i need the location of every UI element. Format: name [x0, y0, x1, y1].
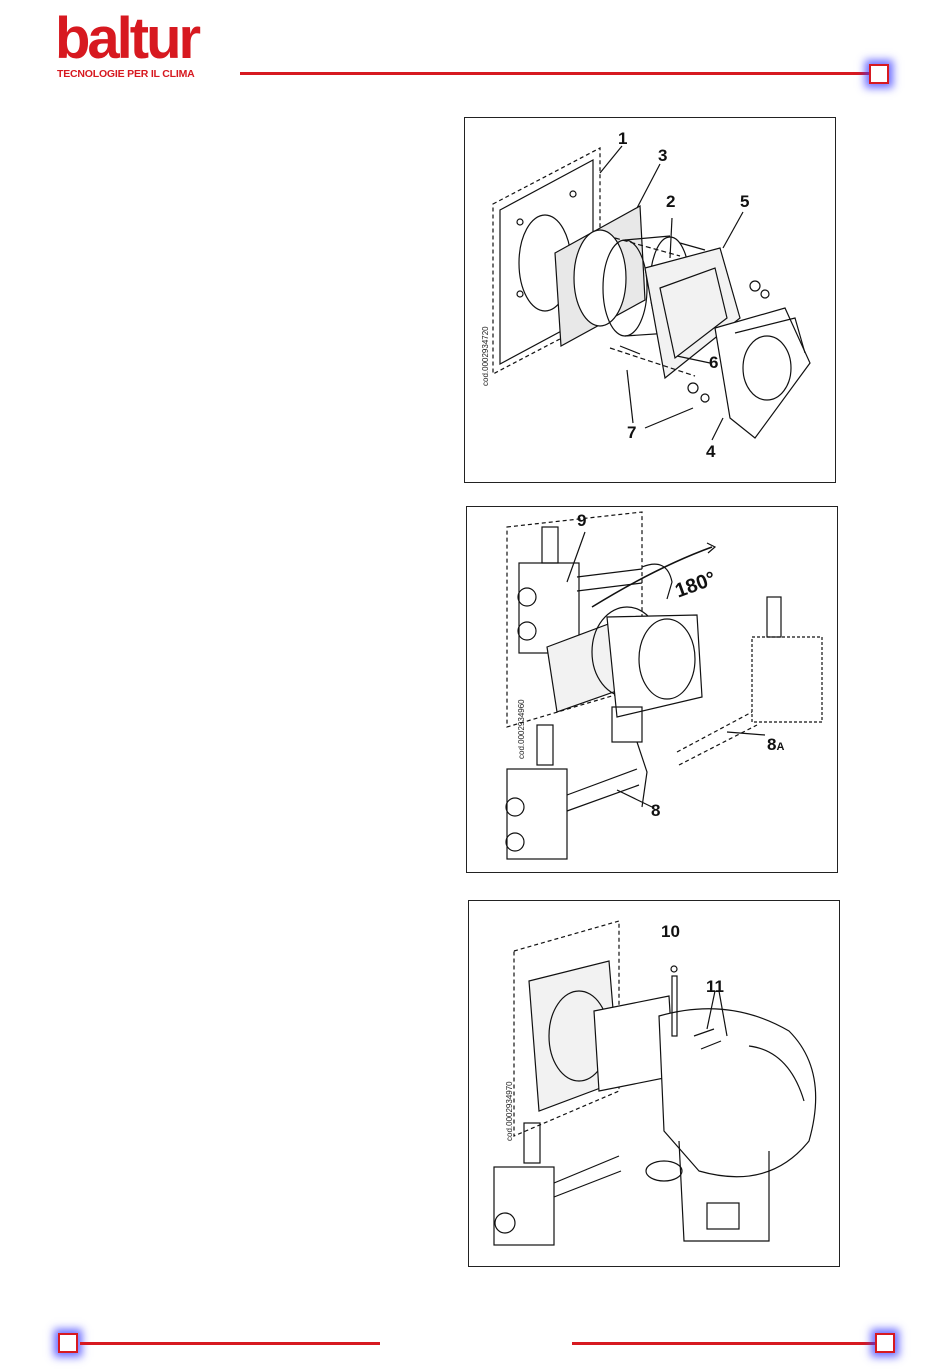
callout-4: 4: [706, 443, 715, 460]
figure-2-code: cod.0002934960: [517, 699, 526, 759]
callout-8a-suffix: A: [776, 741, 784, 753]
footer-left-square: [58, 1333, 78, 1353]
figure-1-drawing: [465, 118, 837, 484]
figure-3-code: cod.0002934970: [505, 1081, 514, 1141]
callout-10: 10: [661, 923, 680, 940]
callout-2: 2: [666, 193, 675, 210]
logo-wordmark: baltur: [55, 4, 198, 74]
brand-logo: baltur TECNOLOGIE PER IL CLIMA: [55, 14, 215, 84]
callout-11: 11: [706, 978, 724, 995]
callout-9: 9: [577, 512, 586, 529]
callout-7: 7: [627, 424, 636, 441]
logo-tagline: TECNOLOGIE PER IL CLIMA: [57, 68, 195, 80]
footer-right-rule: [572, 1342, 875, 1345]
callout-5: 5: [740, 193, 749, 210]
figure-3-drawing: [469, 901, 841, 1268]
callout-6: 6: [709, 354, 718, 371]
header-rule: [240, 72, 870, 75]
callout-1: 1: [618, 130, 627, 147]
callout-8a: 8A: [767, 736, 784, 756]
figure-3-panel: 10 11 cod.0002934970: [468, 900, 840, 1267]
figure-1-code: cod.0002934720: [481, 326, 490, 386]
figure-2-panel: 9 180° 8A 8 cod.0002934960: [466, 506, 838, 873]
footer-left-rule: [80, 1342, 380, 1345]
footer-right-square: [875, 1333, 895, 1353]
callout-3: 3: [658, 147, 667, 164]
callout-8: 8: [651, 802, 660, 819]
figure-1-panel: 1 3 2 5 6 7 4 cod.0002934720: [464, 117, 836, 483]
header-corner-square: [869, 64, 889, 84]
